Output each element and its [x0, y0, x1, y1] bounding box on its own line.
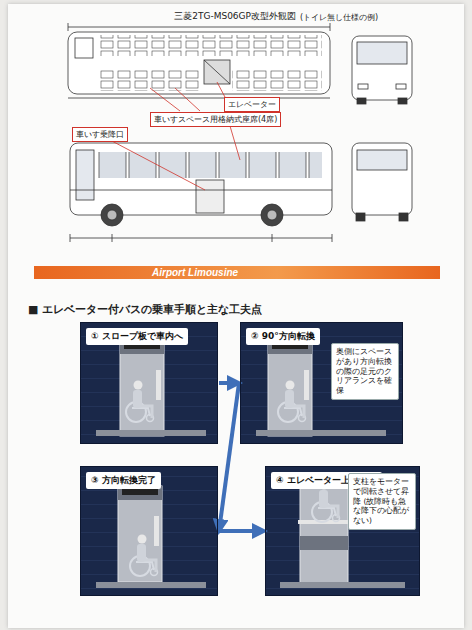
step-arrow	[219, 381, 239, 385]
step-heading: ③ 方向転換完了	[86, 472, 161, 489]
callout-text: 奥側にスペースがあり方向転換の際の足元のクリアランスを確保	[336, 347, 394, 396]
step-panel: ④ エレベーター上昇完了支柱をモーターで回転させて昇降 (故障時も急な降下の心配…	[265, 466, 420, 596]
part-label: エレベーター	[224, 97, 280, 112]
part-label: 車いすスペース用格納式座席(4席)	[150, 112, 281, 127]
part-label: 車いす乗降口	[72, 127, 128, 142]
callout-text: 支柱をモーターで回転させて昇降 (故障時も急な降下の心配がない)	[353, 477, 411, 526]
callout-box: 奥側にスペースがあり方向転換の際の足元のクリアランスを確保	[331, 343, 399, 400]
title-band: Airport Limousine	[34, 266, 440, 279]
bus-side-view	[70, 143, 332, 242]
step-panel: ③ 方向転換完了	[80, 466, 218, 596]
title-note: (トイレ無し仕様の例)	[300, 12, 378, 23]
section-heading: ■ エレベーター付バスの乗車手順と主な工夫点	[28, 302, 262, 317]
label-text: エレベーター	[228, 99, 276, 110]
label-text: Airport Limousine	[152, 267, 440, 278]
callout-box: 支柱をモーターで回転させて昇降 (故障時も急な降下の心配がない)	[348, 473, 416, 530]
step-heading: ① スロープ板で車内へ	[86, 328, 188, 345]
label-text: 車いすスペース用格納式座席(4席)	[154, 114, 277, 125]
label-text: 車いす乗降口	[76, 129, 124, 140]
step-arrow	[219, 529, 264, 533]
leader-line	[110, 82, 240, 190]
step-arrow	[219, 383, 239, 531]
bus-plan-view	[68, 23, 330, 98]
step-panel: ② 90°方向転換奥側にスペースがあり方向転換の際の足元のクリアランスを確保	[240, 322, 403, 444]
drawing-title: 三菱2TG-MS06GP改型外観図	[174, 10, 296, 23]
step-panel: ① スロープ板で車内へ	[80, 322, 218, 444]
step-heading: ② 90°方向転換	[246, 328, 320, 345]
step-illustration	[80, 322, 420, 596]
bus-rear-view	[352, 143, 412, 221]
bus-front-view	[352, 36, 412, 104]
